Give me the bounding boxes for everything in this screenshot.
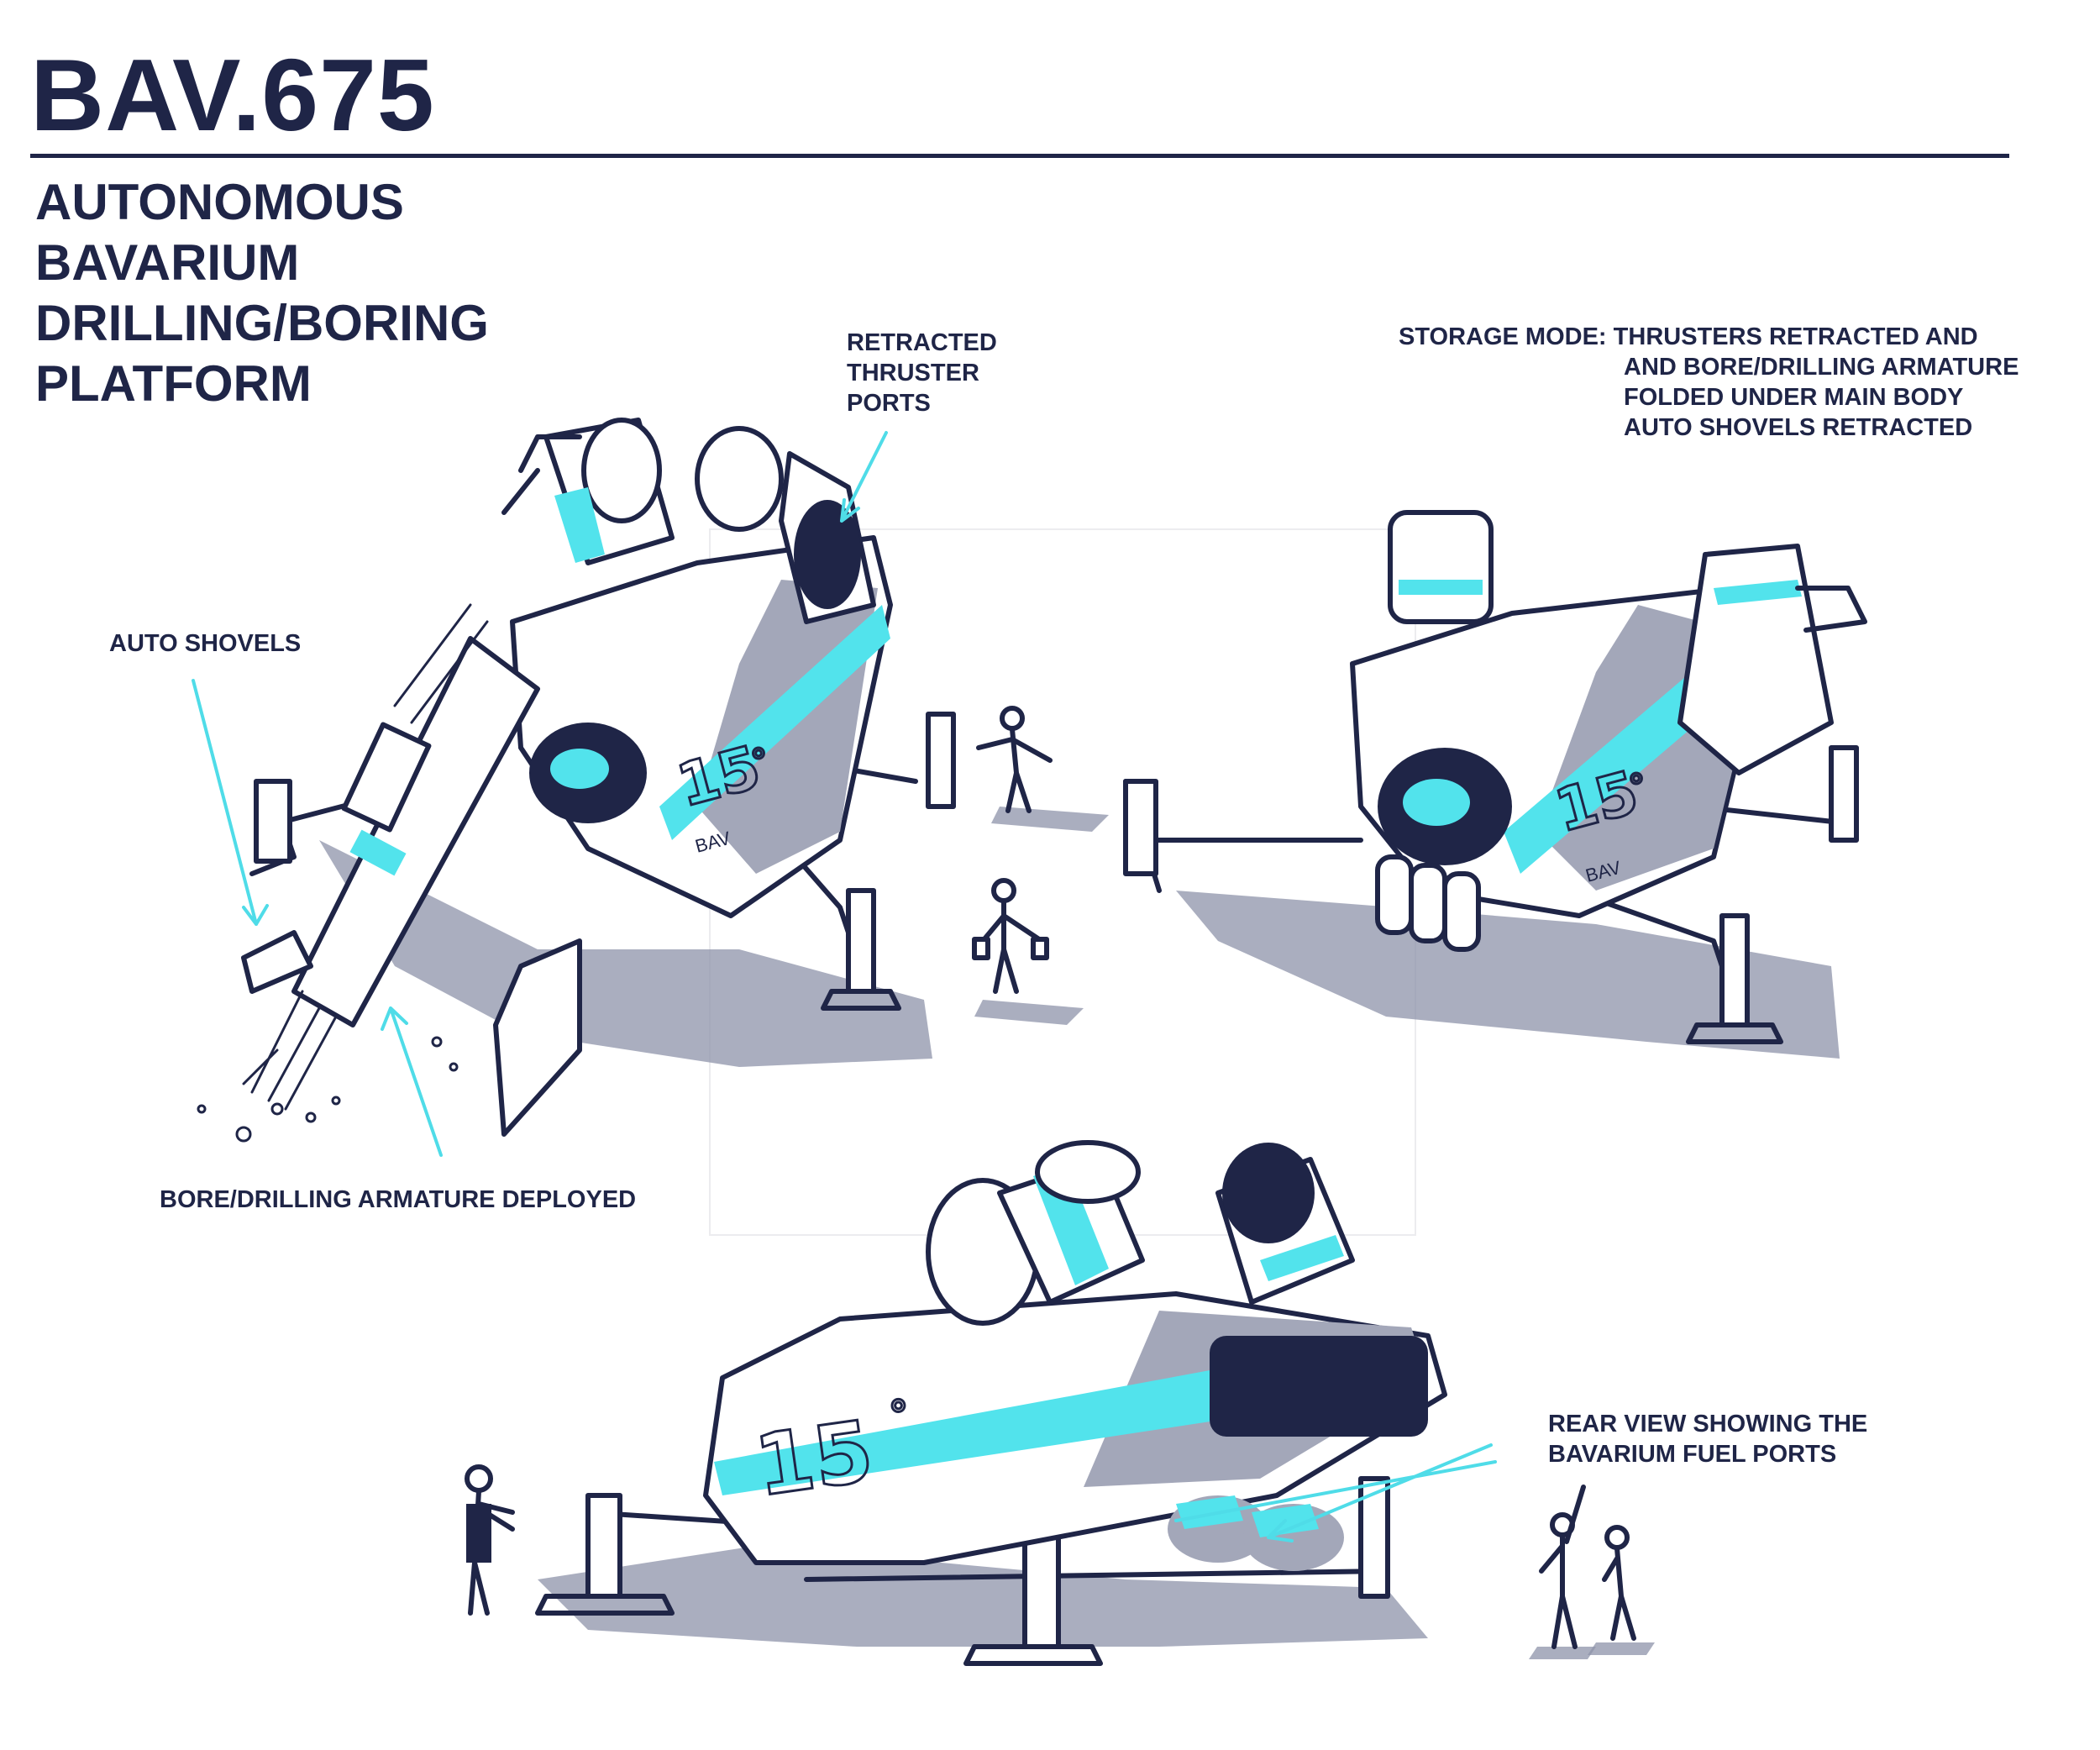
storage-intake-glow: [1403, 779, 1470, 826]
title-underline: [30, 154, 2009, 158]
deployed-intake-glow: [550, 749, 609, 789]
deployed-ground-shadow: [319, 840, 932, 1067]
rear-hull-degree: °: [889, 1392, 908, 1437]
deployed-thruster-left-ring: [581, 418, 662, 523]
rear-fuel-ports: [1168, 1495, 1344, 1571]
deployed-drill-rail: [393, 603, 489, 724]
sheet-subtitle: AUTONOMOUS BAVARIUM DRILLING/BORING PLAT…: [35, 172, 489, 414]
deployed-auto-shovel-upper: [341, 722, 432, 833]
storage-foot-right-front: [1719, 913, 1750, 1027]
rear-thruster-left-mouth: [1035, 1140, 1141, 1204]
arrow-to-thruster-ports: [840, 431, 888, 523]
deployed-shovel-blade: [241, 930, 313, 994]
human-figure-rear-right-standing: [1588, 1525, 1655, 1655]
storage-leg-left: [1123, 779, 1363, 893]
rear-foot-left: [585, 1493, 622, 1599]
deployed-drill-bit: [242, 990, 338, 1111]
subtitle-line-2: BAVARIUM: [35, 234, 300, 291]
label-bore-deployed: BORE/DRILLING ARMATURE DEPLOYED: [160, 1186, 637, 1213]
figure-carrying-shadow: [974, 1000, 1084, 1025]
deployed-cyan-stripe: [659, 605, 890, 840]
figure-pointing-shadow: [991, 807, 1109, 832]
label-storage-line-2: AND BORE/DRILLING ARMATURE: [1624, 354, 2019, 381]
deployed-foot-right-rear: [926, 712, 956, 809]
rear-ground-shadow: [538, 1546, 1428, 1647]
deployed-auto-shovel-lower: [493, 938, 582, 1137]
rear-engine-block: [1210, 1336, 1428, 1437]
label-storage-lead: STORAGE MODE:: [1399, 323, 1607, 350]
label-storage-line-1: STORAGE MODE: THRUSTERS RETRACTED AND: [1399, 322, 2019, 352]
rear-foot-pads: [535, 1594, 1103, 1666]
subtitle-line-1: AUTONOMOUS: [35, 174, 404, 230]
subtitle-line-3: DRILLING/BORING: [35, 295, 489, 351]
label-storage-mode: STORAGE MODE: THRUSTERS RETRACTED AND AN…: [1399, 322, 2019, 443]
storage-foot-right-rear: [1829, 745, 1859, 843]
human-figure-rear-left: [465, 1464, 515, 1616]
label-auto-shovels: AUTO SHOVELS: [109, 630, 302, 657]
arrow-to-fuel-ports: [1174, 1443, 1497, 1542]
storage-ground-shadow: [1176, 891, 1840, 1059]
label-rear-line-2: BAVARIUM FUEL PORTS: [1548, 1441, 1837, 1468]
deployed-drill-band: [349, 829, 407, 876]
rear-hull-number: 15: [749, 1402, 879, 1516]
storage-armature-glow: [1714, 580, 1802, 605]
vehicle-rear-view-sketch: 15 °: [535, 1140, 1447, 1666]
rear-thruster-right-glow: [1260, 1235, 1344, 1281]
deployed-thruster-center: [695, 426, 784, 532]
arrow-to-auto-shovels: [192, 679, 269, 926]
deployed-foot-left: [254, 779, 292, 864]
label-storage-line-3: FOLDED UNDER MAIN BODY: [1624, 384, 1964, 411]
label-storage-line-4: AUTO SHOVELS RETRACTED: [1624, 414, 1973, 441]
vehicle-deployed-sketch: 15 ° BAV: [197, 418, 956, 1143]
subtitle-line-4: PLATFORM: [35, 355, 312, 412]
label-retracted-thruster-ports: RETRACTED THRUSTER PORTS: [847, 328, 997, 418]
deployed-drill-armature: [291, 636, 540, 1027]
deployed-thruster-port: [794, 500, 861, 609]
human-figure-rear-right-pointing: [1529, 1485, 1596, 1659]
storage-armature-folded: [1677, 544, 1834, 775]
deployed-foot-right-pad: [821, 989, 901, 1011]
deployed-thruster-left-glow: [554, 487, 605, 563]
sheet-title: BAV.675: [30, 38, 435, 152]
vehicle-storage-sketch: 15 ° BAV: [1123, 510, 1867, 1059]
label-storage-text-1: THRUSTERS RETRACTED AND: [1613, 323, 1978, 350]
label-retracted-line-2: THRUSTER: [847, 360, 979, 386]
deployed-debris: [197, 1036, 459, 1143]
deployed-thruster-arm: [501, 434, 582, 515]
storage-foot-left: [1123, 779, 1158, 876]
label-rear-view: REAR VIEW SHOWING THE BAVARIUM FUEL PORT…: [1548, 1409, 1867, 1469]
storage-auto-shovels-retracted: [1375, 854, 1481, 952]
storage-armature-handle: [1795, 586, 1867, 633]
label-retracted-line-1: RETRACTED: [847, 329, 997, 356]
storage-foot-right-pad: [1686, 1022, 1783, 1044]
storage-hull-degree: °: [1628, 768, 1645, 807]
human-figure-pointing: [976, 706, 1109, 832]
storage-thruster-retracted: [1388, 510, 1494, 624]
label-rear-line-1: REAR VIEW SHOWING THE: [1548, 1411, 1868, 1437]
rear-cyan-stripe: [714, 1361, 1277, 1495]
rear-thruster-right-port: [1222, 1143, 1315, 1243]
human-figure-carrying: [972, 878, 1084, 1025]
storage-thruster-glow: [1399, 580, 1483, 595]
label-retracted-line-3: PORTS: [847, 390, 931, 417]
deployed-foot-right-front: [846, 888, 876, 994]
arrow-to-bore-armature: [381, 1006, 443, 1157]
deployed-hull-degree: °: [750, 743, 767, 781]
